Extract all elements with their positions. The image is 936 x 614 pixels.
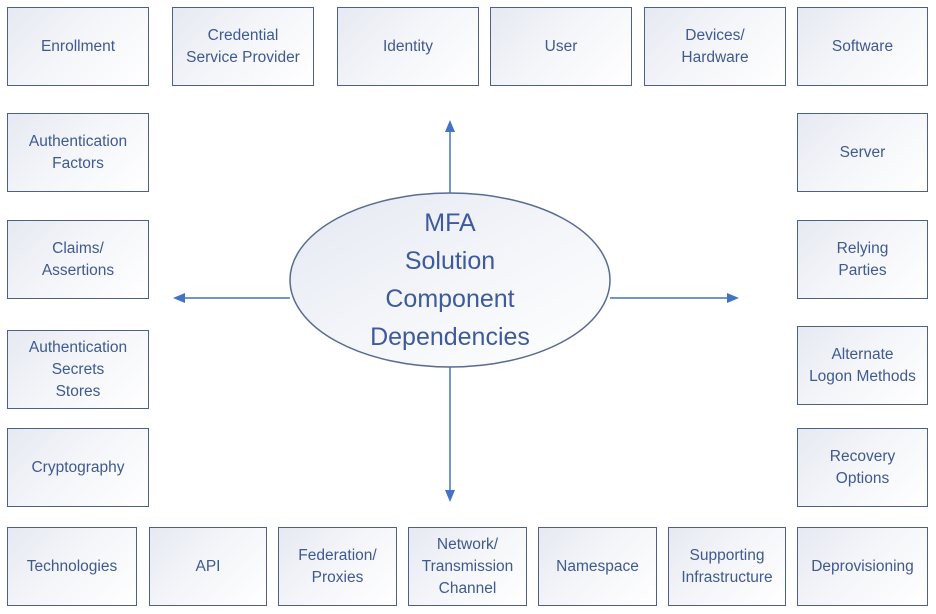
box-label: Enrollment — [40, 37, 116, 55]
box-federation-proxies: Federation/ Proxies — [278, 527, 397, 606]
box-identity: Identity — [337, 7, 479, 86]
arrow-down — [445, 367, 455, 502]
box-user: User — [490, 7, 632, 86]
box-cryptography: Cryptography — [7, 428, 149, 507]
box-label: Claims/ Assertions — [41, 239, 115, 279]
box-relying-parties: Relying Parties — [797, 220, 928, 299]
box-label: User — [544, 37, 578, 55]
box-namespace: Namespace — [538, 527, 657, 606]
box-label: API — [195, 557, 221, 575]
box-enrollment: Enrollment — [7, 7, 149, 86]
box-label: Network/ Transmission Channel — [421, 535, 514, 597]
box-label: Server — [839, 143, 886, 161]
arrow-right — [610, 293, 739, 303]
box-label: Credential Service Provider — [186, 26, 300, 66]
box-label: Deprovisioning — [811, 557, 914, 575]
box-api: API — [149, 527, 267, 606]
box-label: Recovery Options — [829, 447, 896, 487]
box-network-transmission-channel: Network/ Transmission Channel — [408, 527, 527, 606]
box-label: Devices/ Hardware — [681, 26, 749, 66]
box-supporting-infrastructure: Supporting Infrastructure — [668, 527, 786, 606]
box-label: Identity — [383, 37, 433, 55]
box-label: Technologies — [26, 557, 118, 575]
box-label: Authentication Factors — [28, 132, 128, 172]
box-label: Namespace — [556, 557, 639, 575]
box-recovery-options: Recovery Options — [797, 428, 928, 507]
box-label: Cryptography — [31, 458, 125, 476]
box-label: Supporting Infrastructure — [681, 546, 773, 586]
box-label: Relying Parties — [836, 239, 889, 279]
box-label: Federation/ Proxies — [298, 546, 377, 586]
box-deprovisioning: Deprovisioning — [797, 527, 928, 606]
arrow-left — [173, 293, 290, 303]
box-alternate-logon-methods: Alternate Logon Methods — [797, 326, 928, 405]
center-title: MFA Solution Component Dependencies — [370, 209, 530, 351]
box-software: Software — [797, 7, 928, 86]
box-technologies: Technologies — [7, 527, 137, 606]
box-authentication-factors: Authentication Factors — [7, 113, 149, 192]
box-label: Software — [831, 37, 894, 55]
box-label: Authentication Secrets Stores — [28, 338, 128, 400]
box-label: Alternate Logon Methods — [809, 345, 916, 385]
box-credential-service-provider: Credential Service Provider — [172, 7, 314, 86]
box-server: Server — [797, 113, 928, 192]
arrow-up — [445, 120, 455, 193]
box-claims-assertions: Claims/ Assertions — [7, 220, 149, 299]
box-devices-hardware: Devices/ Hardware — [644, 7, 786, 86]
box-authentication-secrets-stores: Authentication Secrets Stores — [7, 330, 149, 409]
